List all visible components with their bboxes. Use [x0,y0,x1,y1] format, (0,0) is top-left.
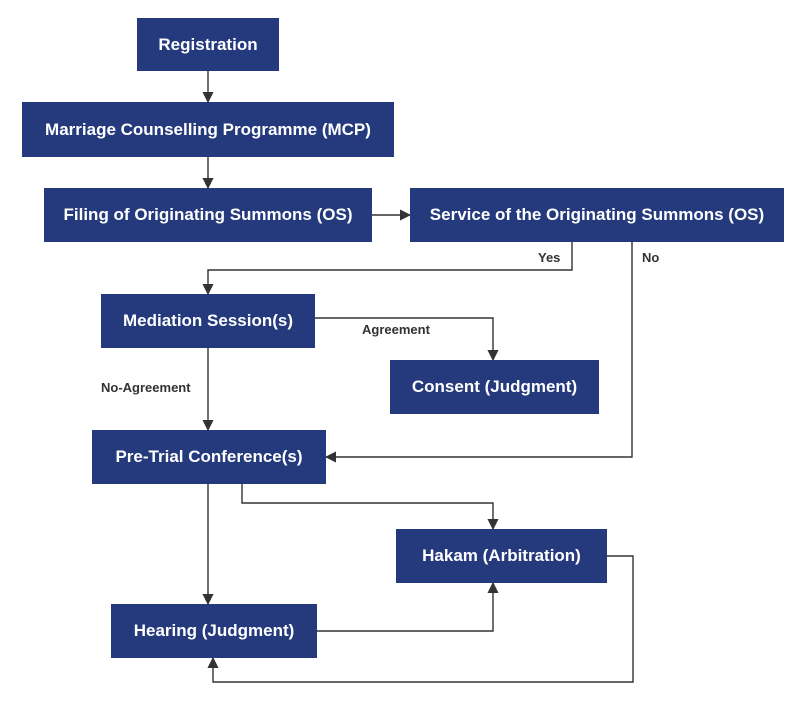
edge-label-yes: Yes [538,250,561,265]
edge-service-no-to-pretrial [324,242,633,463]
edge-hearing-to-hakam [317,581,499,632]
registration-node: Registration [137,18,279,71]
edge-mediation-agreement-to-consent [315,317,499,362]
edge-pretrial-to-hakam [241,484,499,531]
hearing-node: Hearing (Judgment) [111,604,317,658]
edge-service-yes-to-mediation [202,242,573,296]
mcp-node: Marriage Counselling Programme (MCP) [22,102,394,157]
pretrial-node: Pre-Trial Conference(s) [92,430,326,484]
edge-label-no-agreement: No-Agreement [101,380,191,395]
edge-label-agreement: Agreement [362,322,430,337]
filing-node: Filing of Originating Summons (OS) [44,188,372,242]
service-node: Service of the Originating Summons (OS) [410,188,784,242]
edge-hakam-to-hearing [207,555,634,683]
consent-node: Consent (Judgment) [390,360,599,414]
mediation-node: Mediation Session(s) [101,294,315,348]
edge-label-no: No [642,250,660,265]
hakam-node: Hakam (Arbitration) [396,529,607,583]
